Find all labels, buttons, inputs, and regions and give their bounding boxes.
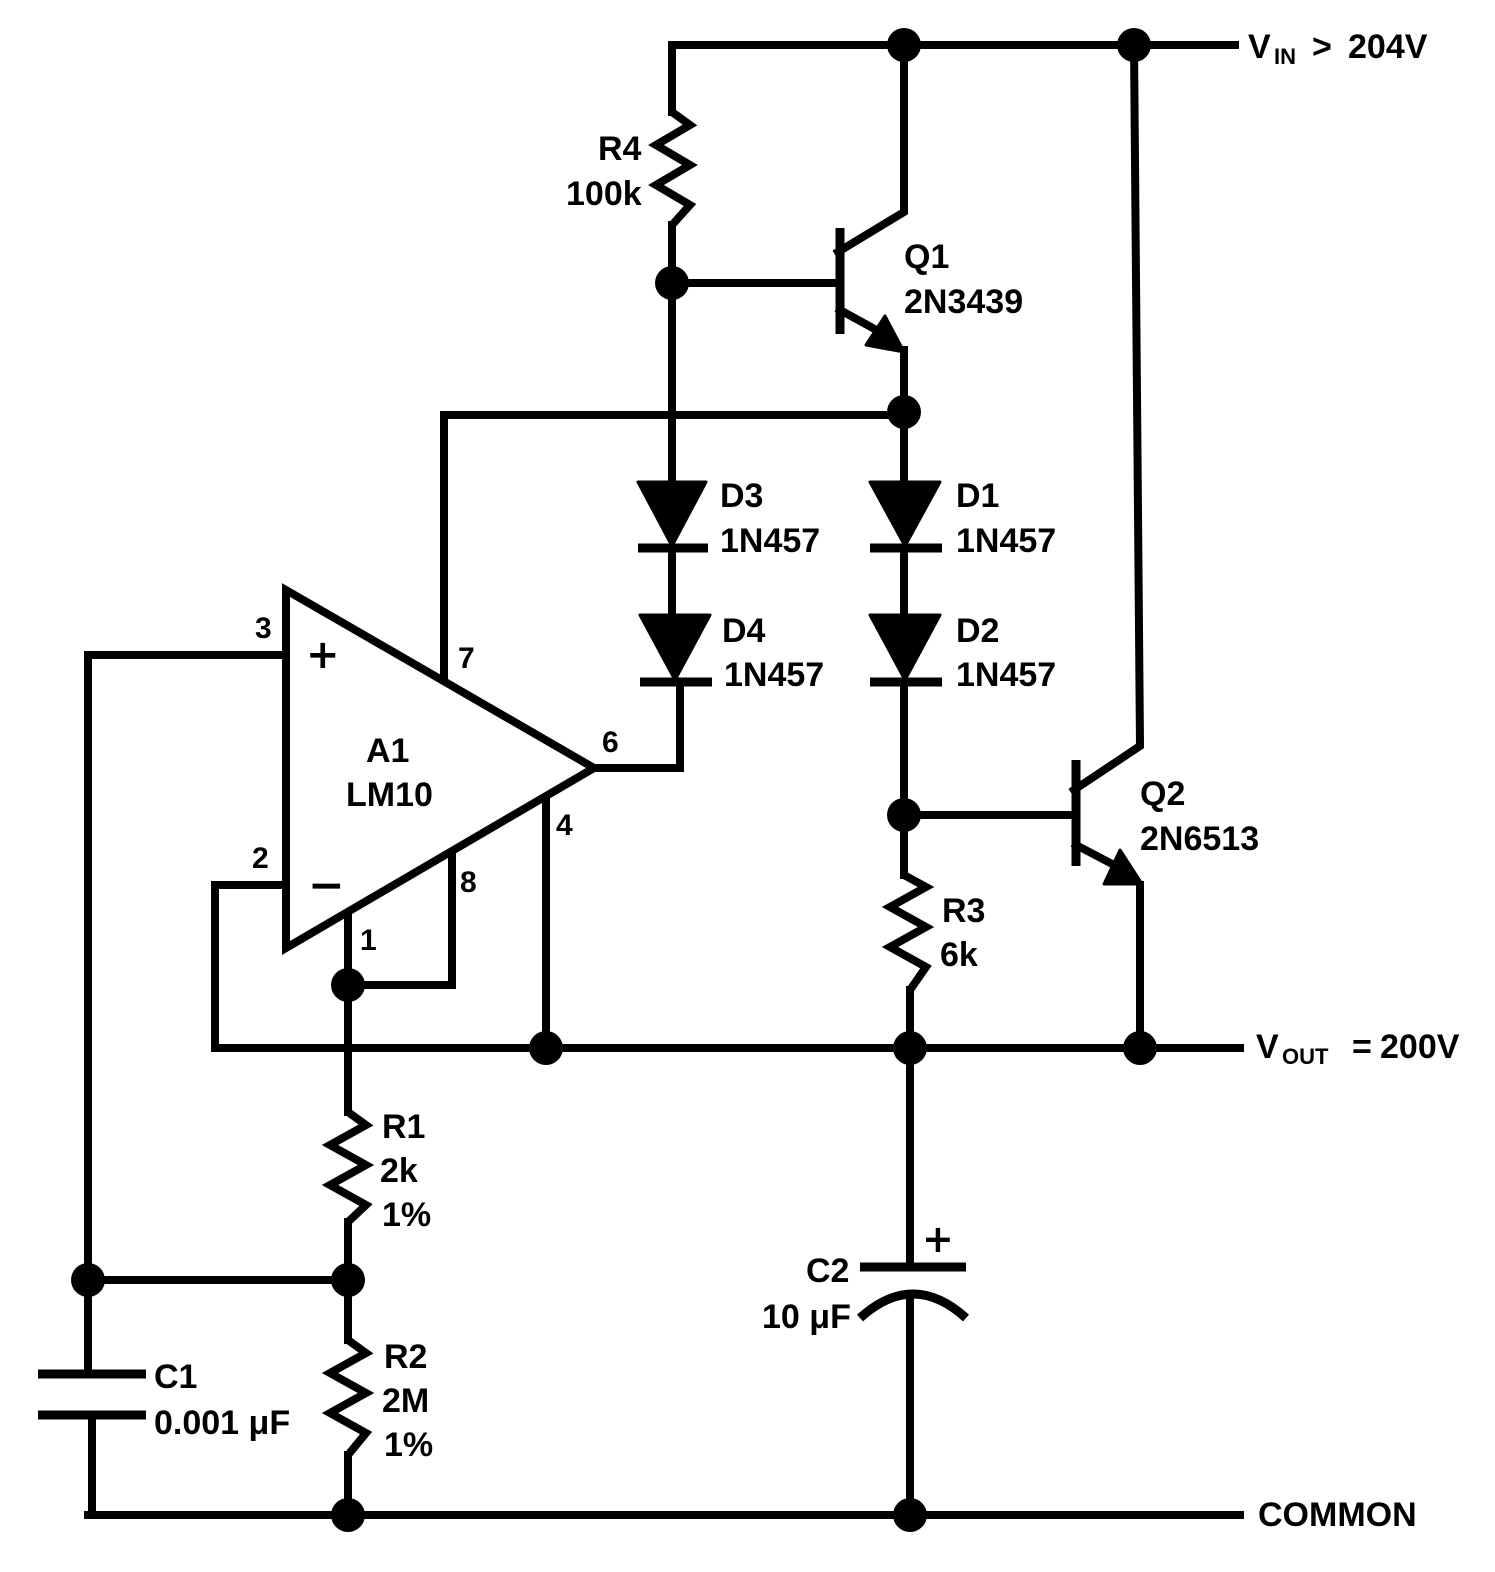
pin2-label: 2: [252, 842, 269, 875]
junction-dot: [887, 28, 921, 62]
r1-tolerance-label: 1%: [382, 1196, 431, 1234]
c2-polarity-sign: +: [922, 1217, 954, 1261]
transistor-q1: Q1 2N3439: [834, 228, 1023, 354]
r4-value-label: 100k: [566, 175, 642, 213]
c2-value-label: 10 μF: [762, 1298, 851, 1336]
junction-dot: [529, 1031, 563, 1065]
resistor-r4: R4 100k: [566, 108, 698, 228]
resistor-r2: R2 2M 1%: [321, 1336, 433, 1464]
common-label: COMMON: [1258, 1496, 1417, 1534]
d2-ref-label: D2: [956, 612, 999, 650]
d4-triangle: [638, 613, 712, 682]
vout-label: V OUT = 200V: [1256, 1028, 1460, 1069]
d3-part-label: 1N457: [720, 522, 820, 560]
opamp-triangle: [282, 583, 602, 955]
r2-value-label: 2M: [382, 1382, 429, 1420]
diode-d1: D1 1N457: [868, 477, 1056, 560]
opamp-plus-sign: +: [306, 632, 340, 678]
q2-ref-label: Q2: [1140, 775, 1185, 813]
pin2-feedback-wire: [211, 881, 290, 1052]
r3-value-label: 6k: [940, 936, 978, 974]
junction-dot: [71, 1263, 105, 1297]
r1-symbol: [321, 1108, 375, 1225]
r1-ref-label: R1: [382, 1108, 425, 1146]
diode-d3: D3 1N457: [636, 477, 820, 560]
vin-label: V IN > 204V: [1248, 28, 1428, 69]
pin8-wire: [344, 851, 456, 989]
opamp-a1: + − A1 LM10 3 2 7 6 4 8 1: [252, 583, 619, 957]
d4-part-label: 1N457: [724, 656, 824, 694]
c2-curved-plate: [856, 1289, 970, 1322]
vout-value: 200V: [1380, 1028, 1460, 1066]
junction-dot: [331, 968, 365, 1002]
pin3-wire: [84, 651, 290, 1376]
q1-emitter-arrow: [864, 314, 906, 354]
pin3-label: 3: [255, 612, 272, 645]
capacitor-c1: C1 0.001 μF: [38, 1358, 290, 1442]
r4-symbol: [648, 108, 698, 228]
r2-tolerance-label: 1%: [384, 1426, 433, 1464]
junction-dot: [893, 1498, 927, 1532]
pin6-output-wire: [592, 678, 684, 772]
q1-collector-wire: [832, 41, 908, 258]
q2-emitter-arrow: [1102, 848, 1144, 886]
junction-dot: [887, 395, 921, 429]
pin8-label: 8: [460, 866, 477, 899]
r3-symbol: [881, 871, 935, 993]
vout-relation: =: [1352, 1028, 1372, 1066]
pin7-label: 7: [458, 642, 475, 675]
junction-dot: [655, 266, 689, 300]
q1-emitter-leg: [834, 304, 886, 338]
junction-dot: [887, 798, 921, 832]
r1-value-label: 2k: [380, 1152, 418, 1190]
c1-value-label: 0.001 μF: [154, 1404, 290, 1442]
pin6-label: 6: [602, 726, 619, 759]
transistor-q2: Q2 2N6513: [1070, 760, 1259, 886]
opamp-part-label: LM10: [346, 776, 433, 814]
c1-ref-label: C1: [154, 1358, 197, 1396]
opamp-ref-label: A1: [366, 732, 409, 770]
pin7-supply-wire: [440, 411, 908, 684]
junction-dot: [1117, 28, 1151, 62]
resistor-r1: R1 2k 1%: [321, 1108, 431, 1234]
vout-subscript: OUT: [1282, 1044, 1329, 1069]
q2-part-label: 2N6513: [1140, 820, 1259, 858]
q2-emitter-leg: [1070, 839, 1122, 872]
d3-triangle: [636, 480, 708, 548]
q1-part-label: 2N3439: [904, 283, 1023, 321]
diode-d4: D4 1N457: [638, 612, 824, 694]
junction-dot: [331, 1498, 365, 1532]
resistor-r3: R3 6k: [881, 871, 985, 993]
vin-subscript: IN: [1274, 44, 1296, 69]
r3-ref-label: R3: [942, 892, 985, 930]
junction-dot: [1123, 1031, 1157, 1065]
d4-ref-label: D4: [722, 612, 766, 650]
diode-d2: D2 1N457: [868, 612, 1056, 694]
vin-value: 204V: [1348, 28, 1428, 66]
d2-part-label: 1N457: [956, 656, 1056, 694]
d3-ref-label: D3: [720, 477, 763, 515]
capacitor-c2: + C2 10 μF: [762, 1217, 970, 1336]
d1-part-label: 1N457: [956, 522, 1056, 560]
q2-collector-supply-wire: [1068, 40, 1145, 796]
junction-dot: [331, 1263, 365, 1297]
junction-dot: [893, 1031, 927, 1065]
d2-triangle: [868, 613, 942, 682]
c2-ref-label: C2: [806, 1252, 849, 1290]
vin-relation: >: [1312, 28, 1332, 66]
d1-ref-label: D1: [956, 477, 999, 515]
q1-ref-label: Q1: [904, 238, 949, 276]
r2-symbol: [321, 1336, 375, 1458]
r4-ref-label: R4: [598, 130, 642, 168]
opamp-minus-sign: −: [308, 860, 345, 911]
pin1-label: 1: [360, 924, 377, 957]
d1-triangle: [868, 480, 942, 548]
vout-symbol: V: [1256, 1028, 1279, 1066]
junctions: [71, 28, 1157, 1532]
vin-symbol: V: [1248, 28, 1271, 66]
pin4-label: 4: [556, 809, 573, 842]
wiring: [84, 40, 1244, 1519]
r2-ref-label: R2: [384, 1338, 427, 1376]
